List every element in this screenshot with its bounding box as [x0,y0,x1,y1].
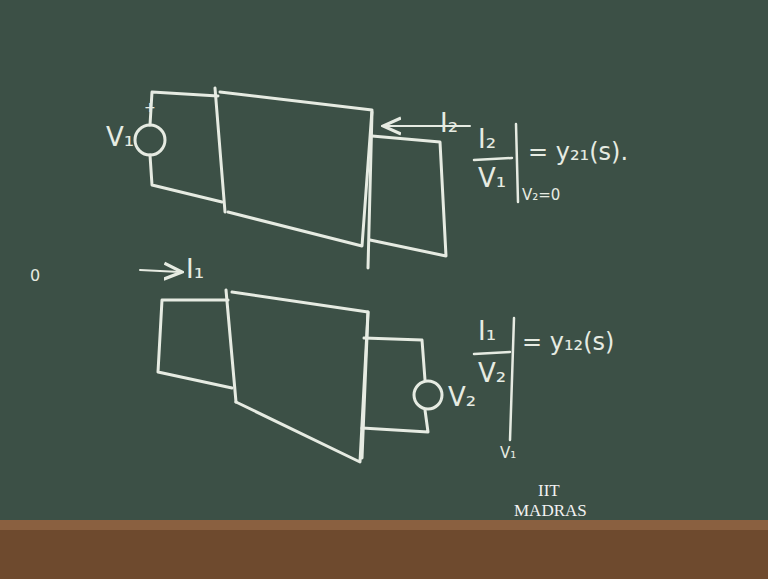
wire [150,155,222,202]
current-label: I₂ [478,126,496,152]
evaluation-bar [516,124,518,202]
watermark: IIT [538,482,560,499]
current-label: I₂ [440,110,458,136]
fraction-bar [474,158,512,160]
current-label: I₁ [186,256,204,282]
wire [362,410,428,432]
two-port-box [220,92,372,246]
result-label: = y₁₂(s) [522,330,614,354]
fraction-bar [474,352,510,354]
voltage-label: V₁ [478,165,506,191]
stray-mark: 0 [30,268,40,284]
wire [364,338,425,380]
chalk-ledge [0,520,768,579]
open-port [158,300,232,388]
evaluation-bar [510,318,514,440]
condition-label: V₂=0 [522,188,560,203]
port-edge [215,88,225,212]
condition-label: V₁ [500,446,516,461]
polarity-mark: + [144,100,156,114]
voltage-label: V₂ [478,360,506,386]
current-label: I₁ [478,318,496,344]
two-port-box [232,292,368,462]
voltage-label: V₂ [448,384,476,410]
voltage-source [135,125,165,155]
result-label: = y₂₁(s). [528,140,628,164]
voltage-label: V₁ [106,124,134,150]
short-circuit [370,136,446,256]
current-arrow [140,270,180,272]
voltage-source [414,381,442,409]
port-edge [226,290,236,402]
ledge-top [0,520,768,530]
wire [150,92,218,125]
port-edge [362,312,368,458]
watermark: MADRAS [514,502,587,519]
